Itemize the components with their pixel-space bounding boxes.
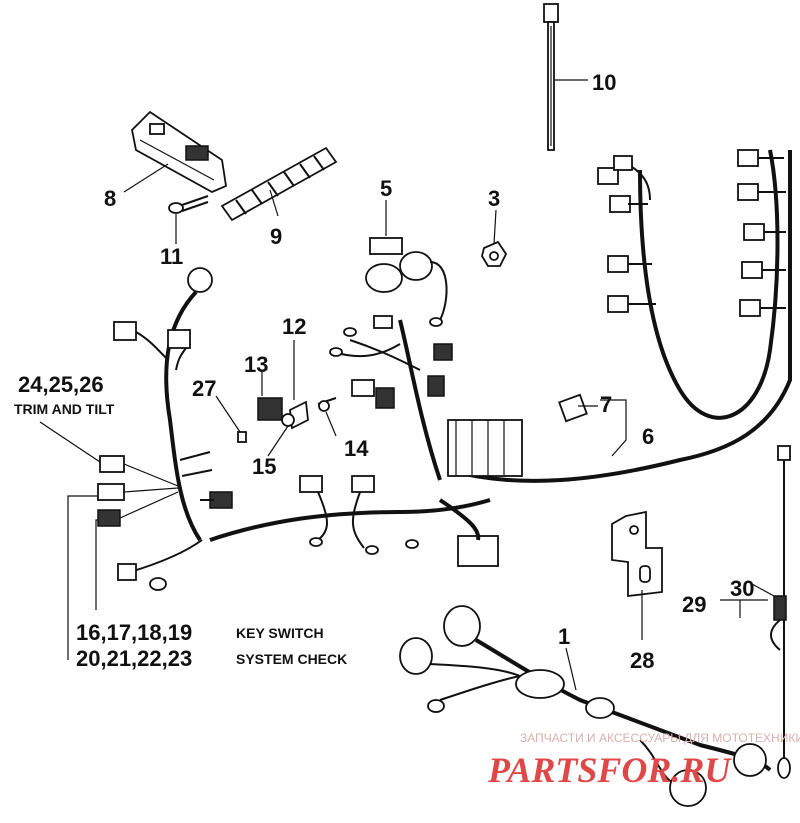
part-3-nut <box>481 240 508 267</box>
watermark: ЗАПЧАСТИ И АКСЕССУАРЫ ДЛЯ МОТОТЕХНИКИ PA… <box>487 731 800 790</box>
key-switch-numbers: 16,17,18,19 <box>76 620 192 645</box>
callout-13: 13 <box>244 352 268 377</box>
callout-labels: 10 8 11 9 5 3 7 6 12 13 27 15 14 28 1 29… <box>14 70 754 673</box>
leader-lines <box>39 79 775 691</box>
callout-8: 8 <box>104 186 116 211</box>
callout-12: 12 <box>282 314 306 339</box>
callout-10: 10 <box>592 70 616 95</box>
system-check-label: SYSTEM CHECK <box>236 651 347 667</box>
callout-11: 11 <box>160 244 183 269</box>
callout-3: 3 <box>488 186 500 211</box>
center-harness <box>209 315 523 567</box>
callout-29: 29 <box>682 592 706 617</box>
callout-28: 28 <box>630 648 654 673</box>
part-5-fuse-holder <box>365 237 448 321</box>
trim-tilt-numbers: 24,25,26 <box>18 372 104 397</box>
part-28-plate <box>611 510 663 598</box>
left-harness <box>97 267 233 591</box>
callout-15: 15 <box>252 454 276 479</box>
small-parts <box>237 397 337 443</box>
part-6-main-harness <box>447 149 792 483</box>
callout-7: 7 <box>600 392 612 417</box>
part-10-cable-tie <box>543 3 559 151</box>
system-check-numbers: 20,21,22,23 <box>76 646 192 671</box>
key-switch-label: KEY SWITCH <box>236 625 324 641</box>
part-1-battery-cable <box>399 605 772 807</box>
callout-30: 30 <box>730 576 754 601</box>
watermark-tagline: ЗАПЧАСТИ И АКСЕССУАРЫ ДЛЯ МОТОТЕХНИКИ <box>520 731 800 745</box>
part-11-screw <box>168 195 209 214</box>
watermark-brand: PARTSFOR.RU <box>487 750 732 790</box>
part-7-fuse <box>558 393 588 423</box>
callout-9: 9 <box>270 224 282 249</box>
part-8-bracket <box>131 110 227 194</box>
callout-27: 27 <box>192 376 216 401</box>
trim-tilt-label: TRIM AND TILT <box>14 401 115 417</box>
callout-14: 14 <box>344 436 369 461</box>
callout-1: 1 <box>558 624 570 649</box>
callout-5: 5 <box>380 176 392 201</box>
part-9-spiral-sleeve <box>220 146 338 222</box>
callout-6: 6 <box>642 424 654 449</box>
part-29-fuse-wire <box>770 445 791 779</box>
